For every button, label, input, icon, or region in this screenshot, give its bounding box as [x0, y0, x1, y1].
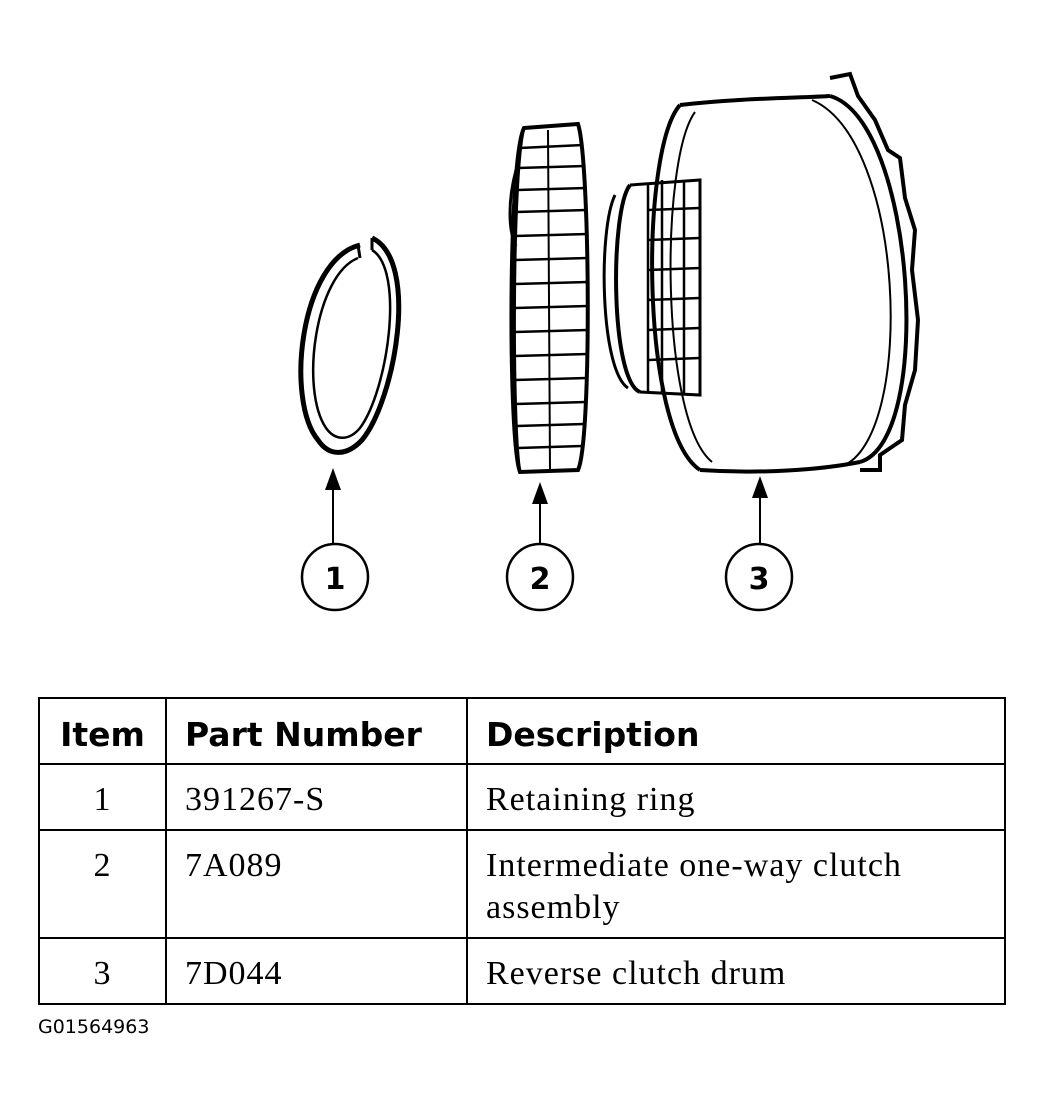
cell-item: 3	[38, 937, 167, 1005]
cell-item: 2	[38, 829, 167, 939]
one-way-clutch-drawing	[508, 121, 590, 475]
reverse-clutch-drum-drawing	[602, 71, 921, 474]
cell-description: Retaining ring	[466, 763, 1006, 831]
leader-arrow-1	[325, 468, 341, 545]
header-item: Item	[38, 697, 167, 765]
svg-text:2: 2	[530, 562, 551, 597]
table-row: 2 7A089 Intermediate one-way clutch asse…	[38, 829, 1006, 939]
figure-code: G01564963	[38, 1016, 150, 1038]
leader-arrow-2	[532, 482, 548, 545]
cell-description: Reverse clutch drum	[466, 937, 1006, 1005]
callout-3: 3	[724, 542, 794, 612]
callout-2: 2	[505, 542, 575, 612]
callout-1: 1	[300, 542, 370, 612]
header-description: Description	[466, 697, 1006, 765]
cell-part-number: 7D044	[165, 937, 468, 1005]
svg-text:3: 3	[749, 562, 770, 597]
cell-part-number: 7A089	[165, 829, 468, 939]
exploded-parts-illustration: 1 2 3	[298, 71, 921, 612]
table-row: 3 7D044 Reverse clutch drum	[38, 937, 1006, 1005]
leader-arrow-3	[752, 476, 768, 545]
parts-table: Item Part Number Description 1 391267-S …	[38, 697, 1006, 1005]
cell-item: 1	[38, 763, 167, 831]
cell-description: Intermediate one-way clutch assembly	[466, 829, 1006, 939]
retaining-ring-drawing	[298, 235, 402, 455]
table-row: 1 391267-S Retaining ring	[38, 763, 1006, 831]
cell-part-number: 391267-S	[165, 763, 468, 831]
table-header-row: Item Part Number Description	[38, 697, 1006, 765]
header-part-number: Part Number	[165, 697, 468, 765]
svg-text:1: 1	[325, 562, 346, 597]
